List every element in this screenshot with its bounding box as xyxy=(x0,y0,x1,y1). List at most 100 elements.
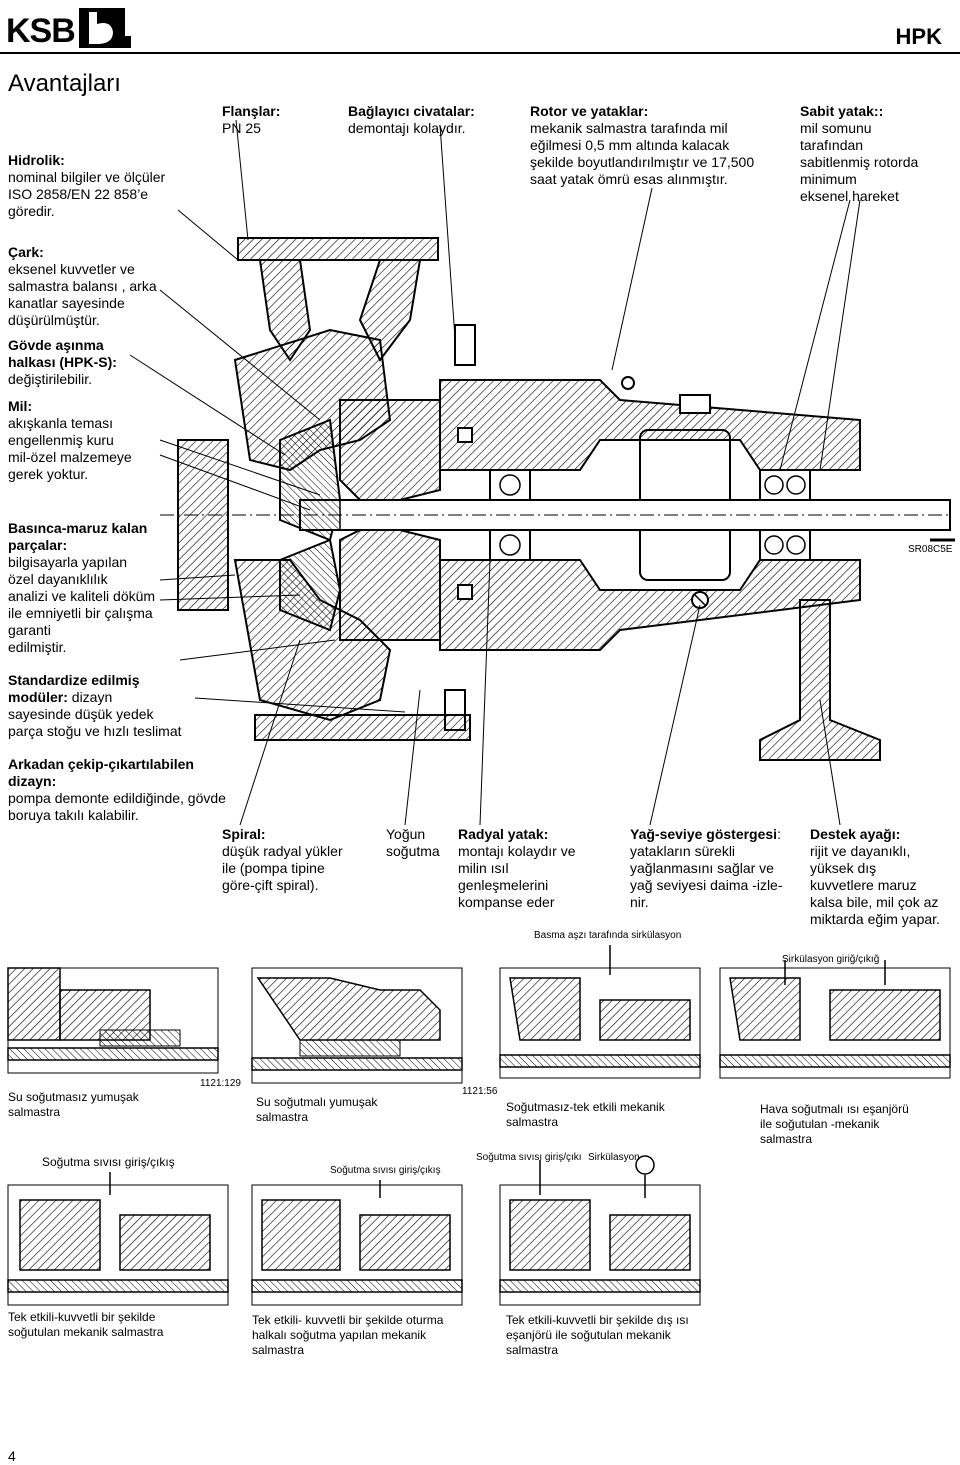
callout-line: montajı kolaydır ve xyxy=(458,843,576,859)
caption-line: Su soğutmalı yumuşak xyxy=(256,1095,378,1109)
callout-line: sabitlenmiş rotorda xyxy=(800,154,919,170)
bearings xyxy=(489,469,811,561)
caption-seal-1: Su soğutmasız yumuşak salmastra xyxy=(8,1090,139,1120)
callout-inline: dizayn xyxy=(67,689,113,705)
callout-mil: Mil: akışkanla teması engellenmiş kuru m… xyxy=(8,398,132,483)
caption-line: salmastra xyxy=(506,1343,559,1357)
callout-head: Destek ayağı: xyxy=(810,826,901,842)
caption-seal-6: Tek etkili- kuvvetli bir şekilde oturma … xyxy=(252,1313,443,1358)
callout-line: yağlanmasını sağlar ve xyxy=(630,860,774,876)
oil-level-indicator xyxy=(679,394,711,609)
caption-seal-5: Tek etkili-kuvvetli bir şekilde soğutula… xyxy=(8,1310,163,1340)
seal-detail-4 xyxy=(609,945,951,1079)
logo-text: KSB xyxy=(6,12,76,50)
callout-inline: : xyxy=(777,826,781,842)
caption-line: Soğutmasız-tek etkili mekanik xyxy=(506,1100,665,1114)
callout-arkadan: Arkadan çekip-çıkartılabilen dizayn: pom… xyxy=(8,756,226,824)
callout-line: analizi ve kaliteli döküm xyxy=(8,588,156,604)
callout-hidrolik: Hidrolik: nominal bilgiler ve ölçüler IS… xyxy=(8,152,165,220)
callout-line: kalsa bile, mil çok az xyxy=(810,894,939,910)
callout-head: Standardize edilmiş xyxy=(8,672,140,688)
bearing-bracket xyxy=(439,379,861,651)
casing-cover xyxy=(339,399,441,641)
label-cooling-7: Soğutma sıvısı giriş/çıkı xyxy=(476,1152,582,1163)
page-number: 4 xyxy=(8,1448,16,1464)
callout-line: bilgisayarla yapılan xyxy=(8,554,128,570)
callout-line: parça stoğu ve hızlı teslimat xyxy=(8,723,182,739)
callout-line: yüksek dış xyxy=(810,860,877,876)
callout-line: nominal bilgiler ve ölçüler xyxy=(8,169,166,185)
callout-head: Arkadan çekip-çıkartılabilen xyxy=(8,756,194,772)
callout-line: PN 25 xyxy=(222,120,261,136)
seal-detail-7 xyxy=(499,1155,701,1306)
callout-destek: Destek ayağı: rijit ve dayanıklı, yüksek… xyxy=(810,826,940,928)
callout-line: milin ısıl xyxy=(458,860,509,876)
callout-line: boruya takılı kalabilir. xyxy=(8,807,139,823)
callout-line: modüler: dizayn xyxy=(8,689,182,706)
logo-mark-icon xyxy=(78,8,131,48)
callout-line: göredir. xyxy=(8,203,55,219)
caption-seal-2: Su soğutmalı yumuşak salmastra xyxy=(256,1095,377,1125)
code-1: 1121:129 xyxy=(200,1078,241,1089)
caption-seal-4: Hava soğutmalı ısı eşanjörü ile soğutula… xyxy=(760,1102,909,1147)
caption-line: salmastra xyxy=(760,1132,813,1146)
caption-line: halkalı soğutma yapılan mekanik xyxy=(252,1328,427,1342)
callout-line: ile (pompa tipine xyxy=(222,860,325,876)
caption-line: salmastra xyxy=(252,1343,305,1357)
callout-line: kuvvetlere maruz xyxy=(810,877,917,893)
callout-head: modüler: xyxy=(8,689,68,705)
callout-line: Yoğun xyxy=(386,826,426,842)
caption-line: Tek etkili-kuvvetli bir şekilde dış ısı xyxy=(506,1313,689,1327)
callout-line: şekilde boyutlandırılmıştır ve 17,500 xyxy=(530,154,755,170)
callout-head: Gövde aşınma xyxy=(8,337,104,353)
callout-line: kompanse eder xyxy=(458,894,555,910)
callout-line: sayesinde düşük yedek xyxy=(8,706,154,722)
code-3: SR08C5E xyxy=(908,544,953,555)
callout-basinca: Basınca-maruz kalan parçalar: bilgisayar… xyxy=(8,520,155,656)
label-sirkulasyon-giris: Sirkülasyon giriğ/çıkığ xyxy=(782,954,880,965)
callout-head: Yağ-seviye göstergesi xyxy=(630,826,778,842)
caption-seal-7: Tek etkili-kuvvetli bir şekilde dış ısı … xyxy=(506,1313,689,1358)
seal-detail-5 xyxy=(7,1172,229,1306)
callout-head: Çark: xyxy=(8,244,44,260)
callout-line: göre-çift spiral). xyxy=(222,877,319,893)
callout-line: nir. xyxy=(630,894,649,910)
callout-line: gerek yoktur. xyxy=(8,466,89,482)
callout-line: saat yatak ömrü esas alınmıştır. xyxy=(530,171,728,187)
caption-line: Tek etkili- kuvvetli bir şekilde oturma xyxy=(252,1313,444,1327)
seal-detail-1 xyxy=(7,967,219,1074)
callout-head-line: Yağ-seviye göstergesi: xyxy=(630,826,783,843)
callout-head: parçalar: xyxy=(8,537,68,553)
discharge-flange xyxy=(237,237,439,362)
callout-head: Bağlayıcı civatalar: xyxy=(348,103,475,119)
callout-line: soğutma xyxy=(386,843,440,859)
callout-line: yatakların sürekli xyxy=(630,843,736,859)
callout-flanslar: Flanşlar: PN 25 xyxy=(222,103,280,137)
label-cooling-5: Soğutma sıvısı giriş/çıkış xyxy=(42,1155,175,1169)
callout-line: ISO 2858/EN 22 858’e xyxy=(8,186,149,202)
leader-lines xyxy=(129,119,861,826)
product-name: HPK xyxy=(895,24,942,49)
callout-line: minimum xyxy=(800,171,857,187)
callout-head: Hidrolik: xyxy=(8,152,65,168)
label-circulation-7: Sirkülasyon xyxy=(588,1152,640,1163)
page-title: Avantajları xyxy=(8,70,121,97)
callout-line: düşük radyal yükler xyxy=(222,843,343,859)
callout-line: rijit ve dayanıklı, xyxy=(810,843,911,859)
callout-head: halkası (HPK-S): xyxy=(8,354,117,370)
callout-yag: Yağ-seviye göstergesi: yatakların sürekl… xyxy=(630,826,783,911)
callout-line: edilmiştir. xyxy=(8,639,67,655)
callout-line: yağ seviyesi daima -izle- xyxy=(630,877,783,893)
caption-line: salmastra xyxy=(506,1115,559,1129)
seal-detail-2 xyxy=(251,967,463,1084)
callout-head: Radyal yatak: xyxy=(458,826,549,842)
callout-radyal: Radyal yatak: montajı kolaydır ve milin … xyxy=(458,826,576,911)
callout-line: demontajı kolaydır. xyxy=(348,120,466,136)
callout-line: eksenel kuvvetler ve xyxy=(8,261,135,277)
callout-line: özel dayanıklılık xyxy=(8,571,108,587)
callout-line: düşürülmüştür. xyxy=(8,312,100,328)
label-basma: Basma aşzı tarafında sirkülasyon xyxy=(534,930,682,941)
caption-line: ile soğutulan -mekanik xyxy=(760,1117,880,1131)
callout-head: Rotor ve yataklar: xyxy=(530,103,649,119)
